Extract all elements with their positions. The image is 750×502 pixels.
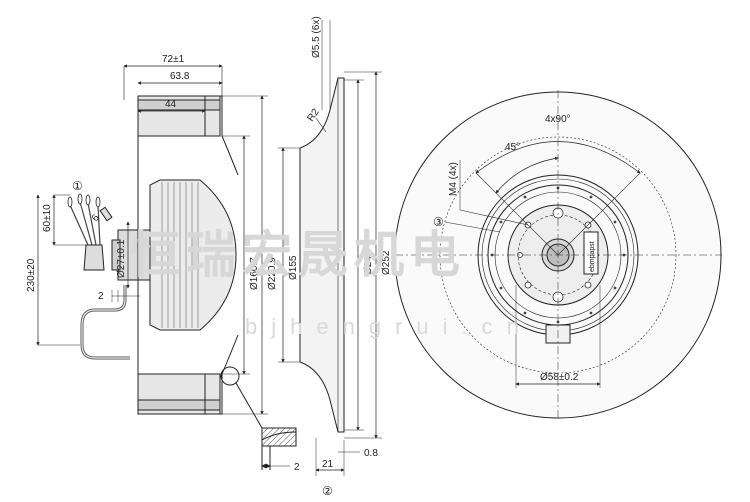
dim-27: Ø27±0.1 bbox=[116, 239, 127, 278]
side-view bbox=[36, 64, 300, 470]
dim-220-9: Ø220.9 bbox=[267, 257, 278, 290]
label-plate-text: ebmpapst bbox=[589, 241, 596, 272]
dim-72: 72±1 bbox=[162, 54, 185, 65]
watermark: 恒瑞宏晟机电 bjhengrui.cn bbox=[130, 227, 533, 339]
angle-45: 45° bbox=[505, 142, 520, 153]
dim-60: 60±10 bbox=[42, 204, 53, 232]
watermark-cn: 恒瑞宏晟机电 bbox=[130, 227, 466, 283]
dim-m4: M4 (4x) bbox=[448, 162, 459, 196]
dim-0-8: 0.8 bbox=[364, 448, 378, 459]
arc-4x90 bbox=[475, 141, 641, 174]
callout-2: ② bbox=[322, 484, 333, 498]
dimension-labels: 72±1 63.8 44 60±10 230±20 Ø27±0.1 6 2 Ø1… bbox=[26, 16, 596, 498]
dim-2b: 2 bbox=[294, 462, 300, 473]
callout-1: ① bbox=[72, 179, 83, 193]
dim-230: 230±20 bbox=[26, 258, 37, 292]
label-plate bbox=[583, 231, 599, 275]
detail-inset bbox=[261, 427, 297, 470]
dim-44: 44 bbox=[165, 99, 177, 110]
dim-58: Ø58±0.2 bbox=[540, 372, 579, 383]
inlet-ring-profile bbox=[299, 77, 345, 433]
dim-2a: 2 bbox=[98, 291, 104, 302]
dim-21: 21 bbox=[322, 459, 334, 470]
arc-45 bbox=[495, 156, 559, 194]
dim-155: Ø155 bbox=[288, 255, 299, 280]
motor-body bbox=[149, 179, 237, 331]
callout-3: ③ bbox=[433, 215, 444, 229]
inlet-ring-view bbox=[299, 20, 382, 476]
dim-r2: R2 bbox=[305, 107, 322, 124]
angle-4x90: 4x90° bbox=[545, 114, 571, 125]
detail-circle bbox=[220, 366, 240, 386]
dim-63-8: 63.8 bbox=[170, 71, 190, 82]
watermark-url: bjhengrui.cn bbox=[245, 314, 533, 339]
front-view bbox=[394, 90, 722, 420]
dim-252: Ø252 bbox=[381, 250, 392, 275]
dim-5-5: Ø5.5 (6x) bbox=[311, 16, 322, 58]
dim-6: 6 bbox=[90, 212, 102, 224]
dim-160-7: Ø160.7 bbox=[249, 257, 260, 290]
dim-242: Ø242 bbox=[363, 250, 374, 275]
